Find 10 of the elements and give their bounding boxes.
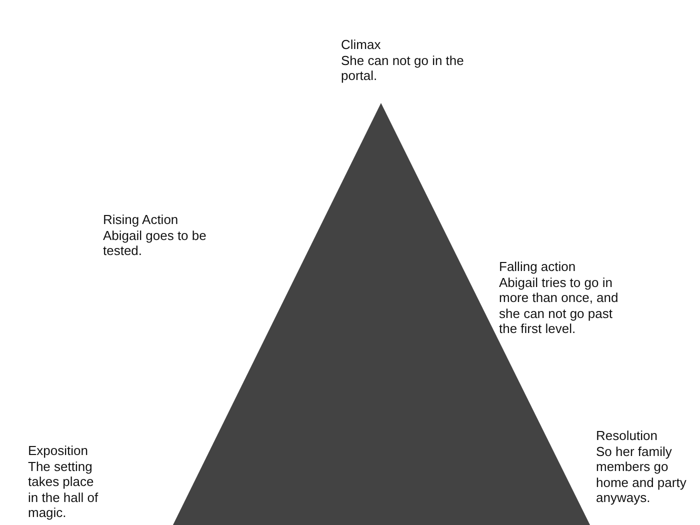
- stage-description: She can not go in the portal.: [341, 52, 465, 84]
- stage-description: The setting takes place in the hall of magic.: [28, 458, 100, 520]
- stage-heading: Exposition: [28, 443, 89, 458]
- stage-heading: Resolution: [596, 428, 658, 444]
- stage-heading: Climax: [341, 37, 382, 52]
- stage-heading: Falling action: [499, 259, 577, 274]
- stage-description: Abigail goes to be tested.: [103, 228, 208, 258]
- stage-heading: Rising Action: [103, 212, 180, 228]
- stage-description: Abigail tries to go in more than once, and she can not go past the first level.: [499, 274, 620, 336]
- stage-description: So her family members go home and party anyways.: [596, 444, 688, 506]
